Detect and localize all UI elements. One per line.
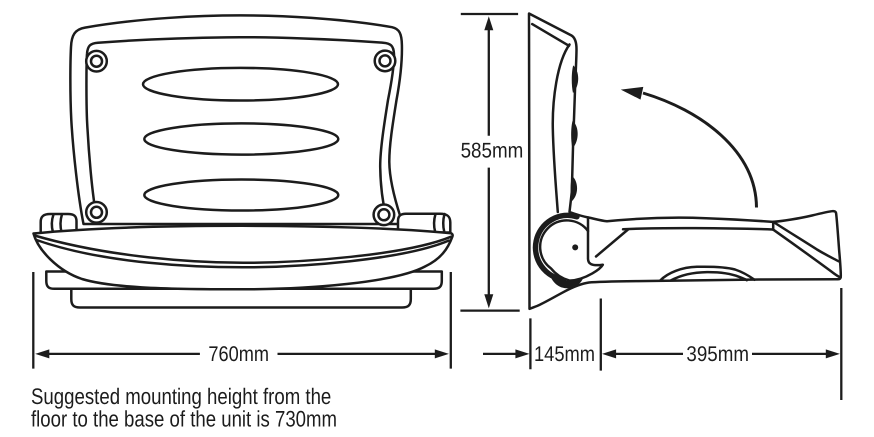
svg-text:145mm: 145mm — [534, 342, 595, 366]
svg-text:floor to the base of the unit: floor to the base of the unit is 730mm — [31, 407, 337, 432]
svg-text:585mm: 585mm — [461, 139, 524, 163]
svg-text:Suggested mounting height from: Suggested mounting height from the — [31, 384, 331, 409]
svg-text:760mm: 760mm — [208, 342, 269, 366]
svg-text:395mm: 395mm — [686, 342, 749, 366]
